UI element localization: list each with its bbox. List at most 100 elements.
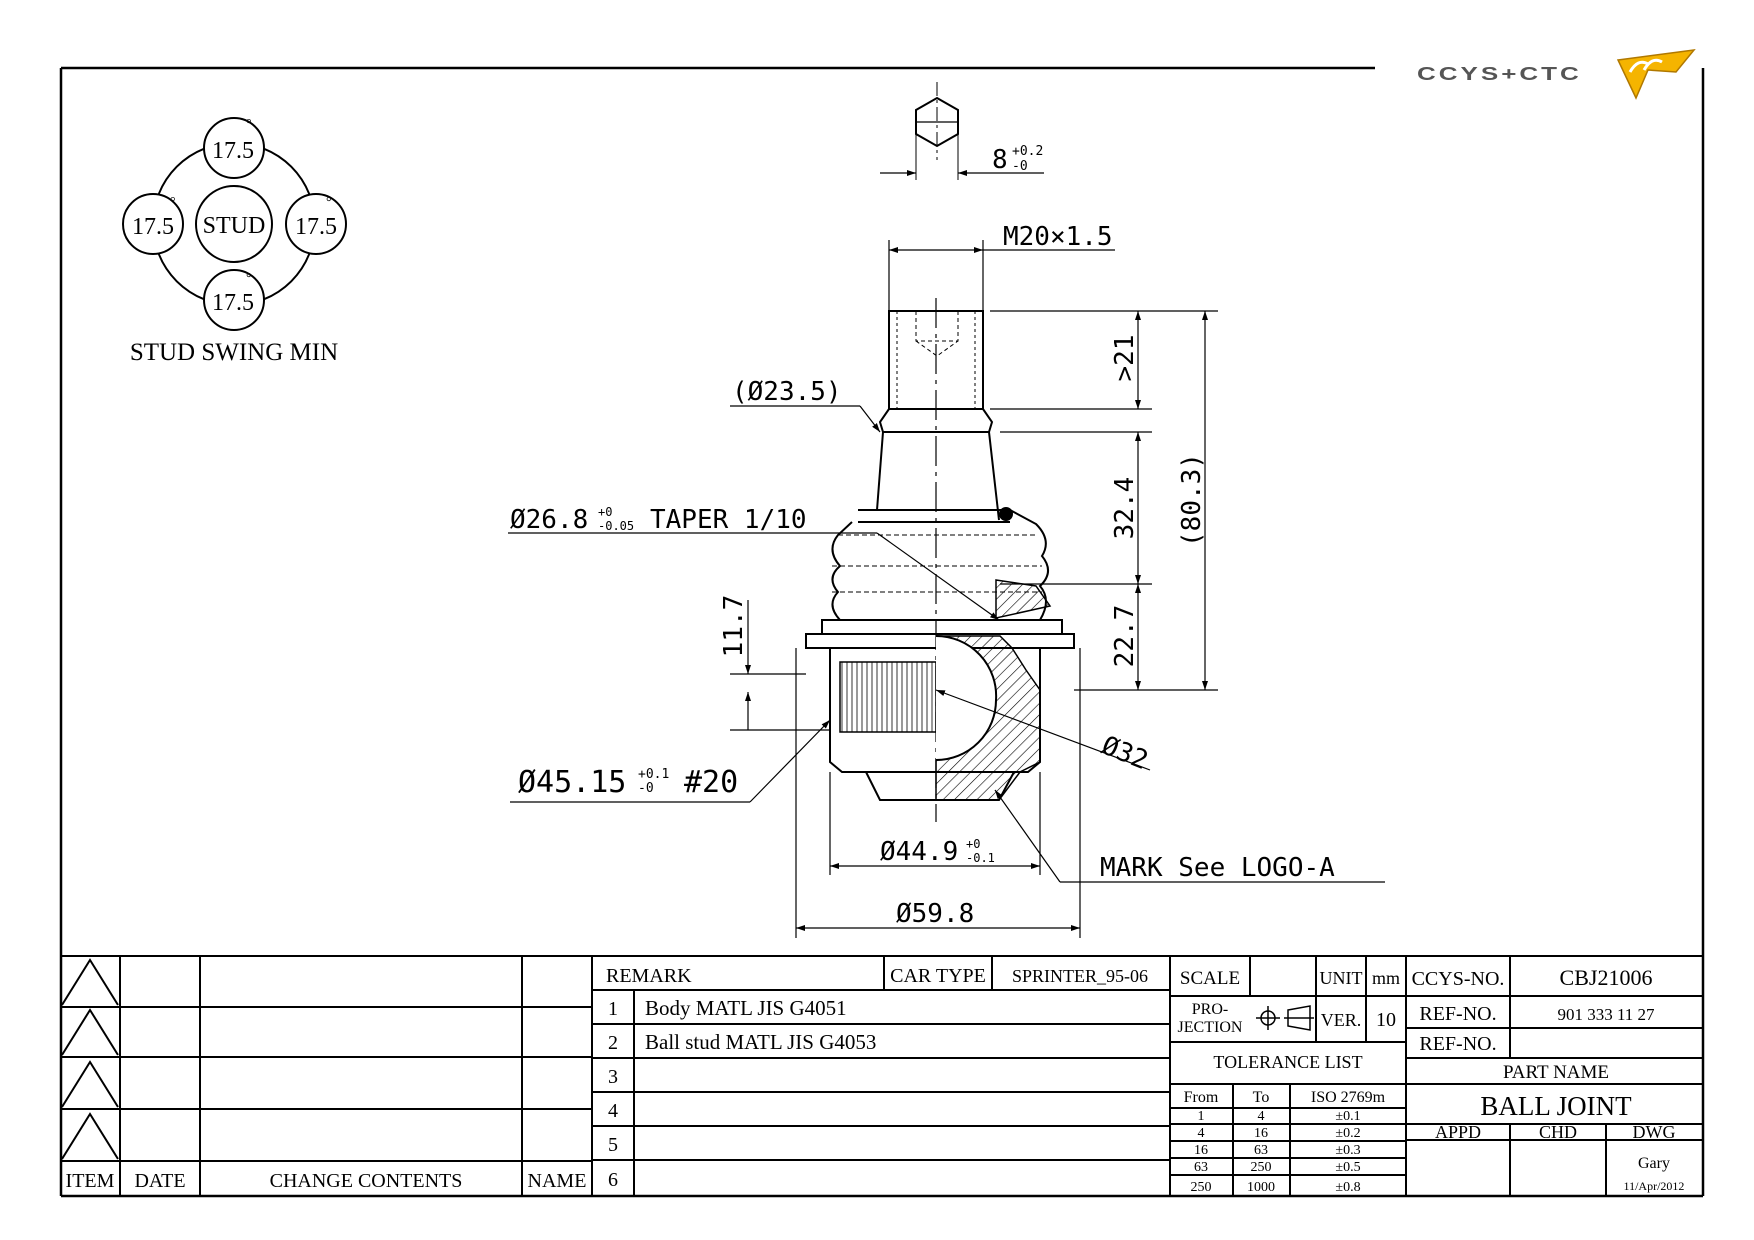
swing-angle-left: 17.5 <box>132 214 174 240</box>
revision-triangles <box>61 958 119 1160</box>
h-32-4-dim: 32.4 <box>1110 477 1140 540</box>
remark-row-text: Ball stud MATL JIS G4053 <box>645 1030 876 1054</box>
tol-cell: ±0.5 <box>1335 1160 1360 1175</box>
tol-cell: 1 <box>1198 1109 1205 1124</box>
remark-row-no: 3 <box>608 1066 618 1088</box>
tol-cell: ±0.8 <box>1335 1180 1360 1195</box>
ver-value: 10 <box>1376 1009 1396 1031</box>
taper-tol-lower: -0.05 <box>598 519 634 533</box>
ref1-value: 901 333 11 27 <box>1557 1005 1655 1024</box>
rev-header-name: NAME <box>528 1170 587 1192</box>
degree-bottom: ° <box>246 271 252 286</box>
tol-cell: 1000 <box>1247 1180 1275 1195</box>
ref2-label: REF-NO. <box>1419 1033 1496 1055</box>
rev-header-item: ITEM <box>66 1170 115 1192</box>
swing-angle-top: 17.5 <box>212 138 254 164</box>
appd-label: APPD <box>1435 1122 1481 1142</box>
hex-dim: 8 <box>992 145 1008 175</box>
ccys-label: CCYS-NO. <box>1412 968 1505 990</box>
swing-caption: STUD SWING MIN <box>130 339 338 366</box>
rev-header-date: DATE <box>134 1170 185 1192</box>
dwg-date: 11/Apr/2012 <box>1624 1179 1685 1193</box>
dia-44-9-tol-lower: -0.1 <box>966 851 995 865</box>
tol-cell: 16 <box>1194 1143 1208 1158</box>
triangle-icon <box>61 1112 119 1160</box>
dia-44-9-dim: Ø44.9 <box>880 837 958 867</box>
rev-header-change: CHANGE CONTENTS <box>270 1170 463 1192</box>
ccys-value: CBJ21006 <box>1560 965 1653 990</box>
dia-44-9-tol-upper: +0 <box>966 837 980 851</box>
projection-label-1: PRO- <box>1192 1001 1228 1018</box>
remark-row-no: 1 <box>608 998 618 1020</box>
tolerance-title: TOLERANCE LIST <box>1213 1052 1362 1072</box>
tol-cell: 63 <box>1254 1143 1268 1158</box>
h-22-7-dim: 22.7 <box>1110 605 1140 668</box>
dia-23-5-dim: (Ø23.5) <box>732 377 842 407</box>
triangle-icon <box>61 958 119 1006</box>
triangle-icon <box>61 1060 119 1108</box>
remark-row-no: 4 <box>608 1100 618 1122</box>
tol-cell: 4 <box>1198 1126 1205 1141</box>
tol-cell: 63 <box>1194 1160 1208 1175</box>
swing-angle-bottom: 17.5 <box>212 290 254 316</box>
dimension-lines <box>508 240 1385 938</box>
car-type-label: CAR TYPE <box>890 965 986 987</box>
h-11-7-dim: 11.7 <box>719 595 749 658</box>
remark-row-no: 6 <box>608 1169 618 1191</box>
dia-45-tol-lower: -0 <box>638 781 654 796</box>
projection-label-2: JECTION <box>1178 1019 1243 1036</box>
tol-cell: ±0.2 <box>1335 1126 1360 1141</box>
mark-note: MARK See LOGO-A <box>1100 853 1335 883</box>
swing-center-label: STUD <box>203 213 266 239</box>
remark-row-no: 5 <box>608 1134 618 1156</box>
ref1-label: REF-NO. <box>1419 1003 1496 1025</box>
unit-label: UNIT <box>1320 968 1363 988</box>
tol-cell: ±0.3 <box>1335 1143 1360 1158</box>
part-name-value: BALL JOINT <box>1480 1091 1632 1121</box>
dwg-name: Gary <box>1638 1155 1670 1172</box>
part-name-label: PART NAME <box>1503 1062 1609 1083</box>
company-logo: CCYS+CTC <box>1417 49 1696 100</box>
taper-text: TAPER 1/10 <box>650 505 807 535</box>
scale-label: SCALE <box>1180 968 1240 989</box>
car-type-value: SPRINTER_95-06 <box>1012 966 1148 986</box>
ver-label: VER. <box>1321 1010 1362 1030</box>
unit-value: mm <box>1372 968 1400 988</box>
dia-45-dim: Ø45.15 <box>518 765 626 800</box>
projection-symbol-icon <box>1256 1005 1314 1031</box>
ball-joint-drawing <box>805 298 1075 822</box>
remark-row-text: Body MATL JIS G4051 <box>645 996 847 1020</box>
remark-row-no: 2 <box>608 1032 618 1054</box>
title-block-grid <box>61 955 1703 1196</box>
dia-32-dim: Ø32 <box>1097 731 1152 776</box>
tol-cell: 4 <box>1258 1109 1265 1124</box>
tol-cell: 250 <box>1251 1160 1272 1175</box>
taper-dia-dim: Ø26.8 <box>510 505 588 535</box>
hex-tol-upper: +0.2 <box>1012 144 1043 159</box>
degree-left: ° <box>170 195 176 210</box>
dia-45-tol-upper: +0.1 <box>638 767 669 782</box>
triangle-icon <box>61 1008 119 1056</box>
dwg-label: DWG <box>1633 1122 1676 1142</box>
tol-cell: 16 <box>1254 1126 1268 1141</box>
logo-text: CCYS+CTC <box>1417 64 1582 84</box>
chd-label: CHD <box>1539 1122 1577 1142</box>
tol-header-from: From <box>1184 1089 1219 1106</box>
swing-angle-right: 17.5 <box>295 214 337 240</box>
remark-header: REMARK <box>606 965 692 987</box>
tol-header-to: To <box>1253 1089 1270 1106</box>
h-80-3-dim: (80.3) <box>1177 453 1207 547</box>
tol-cell: 250 <box>1191 1180 1212 1195</box>
thread-len-dim: >21 <box>1110 335 1140 382</box>
taper-tol-upper: +0 <box>598 505 612 519</box>
dia-45-suffix: #20 <box>684 765 738 800</box>
thread-dim: M20×1.5 <box>1003 222 1113 252</box>
stud-swing-diagram <box>122 117 347 331</box>
logo-mark-icon <box>1616 49 1696 100</box>
tol-header-iso: ISO 2769m <box>1311 1089 1386 1106</box>
hex-socket-detail <box>880 82 1044 180</box>
hex-tol-lower: -0 <box>1012 159 1028 174</box>
dia-59-8-dim: Ø59.8 <box>896 899 974 929</box>
tol-cell: ±0.1 <box>1335 1109 1360 1124</box>
